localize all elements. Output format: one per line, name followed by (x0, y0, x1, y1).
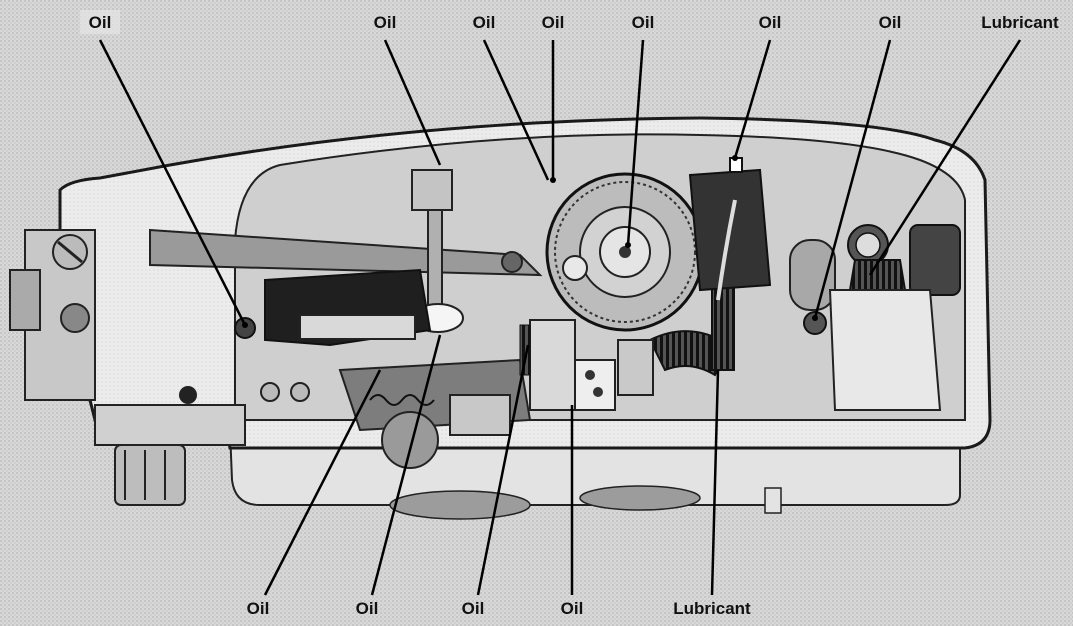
leader-line (813, 39, 892, 319)
label-oil: Oil (759, 13, 782, 32)
connecting-rod (299, 314, 416, 340)
motor-shaft (789, 239, 836, 311)
label-oil: Oil (374, 13, 397, 32)
gear-hub-oil-point (619, 246, 631, 258)
label-oil: Oil (632, 13, 655, 32)
front-plate (94, 404, 246, 446)
leader-line (868, 39, 1022, 276)
label-lubricant: Lubricant (673, 599, 751, 618)
label-oil: Oil (89, 13, 112, 32)
label-oil: Oil (247, 599, 270, 618)
leader-line (476, 344, 530, 596)
label-oil: Oil (561, 599, 584, 618)
label-oil: Oil (879, 13, 902, 32)
needle-clamp (411, 169, 453, 211)
label-oil: Oil (473, 13, 496, 32)
gear-rack (519, 324, 531, 376)
bracket-plate (574, 359, 616, 411)
callout-labels: Oil Oil Oil Oil Oil Oil Oil Lubricant Oi… (80, 10, 1059, 618)
leader-line (482, 39, 550, 181)
leader-line (370, 334, 442, 596)
label-oil: Oil (462, 599, 485, 618)
leader-lines (98, 39, 1022, 596)
leader-line (733, 39, 772, 159)
oil-hole (803, 311, 827, 335)
gear-bracket (617, 339, 654, 396)
leader-line (263, 369, 382, 596)
screw (290, 382, 310, 402)
center-bracket (529, 319, 576, 411)
leader-line (710, 369, 720, 596)
screw (179, 386, 197, 404)
leader-line (98, 39, 247, 326)
label-lubricant: Lubricant (981, 13, 1059, 32)
base-foot (579, 485, 701, 511)
motor-mount (828, 289, 942, 411)
label-oil: Oil (542, 13, 565, 32)
left-end-plate (24, 229, 96, 401)
shaft-collar (501, 251, 523, 273)
screw (260, 382, 280, 402)
feed-block (449, 394, 511, 436)
tension-assembly (9, 269, 41, 331)
leader-arrowheads (242, 155, 818, 328)
leader-line (383, 39, 442, 166)
thread-guide (60, 303, 90, 333)
base-foot (389, 490, 531, 520)
label-oil: Oil (356, 599, 379, 618)
lower-cam (381, 411, 439, 469)
motor-housing (909, 224, 961, 296)
base-post (764, 487, 782, 514)
leader-line (626, 39, 645, 246)
worm-gear (711, 284, 735, 371)
